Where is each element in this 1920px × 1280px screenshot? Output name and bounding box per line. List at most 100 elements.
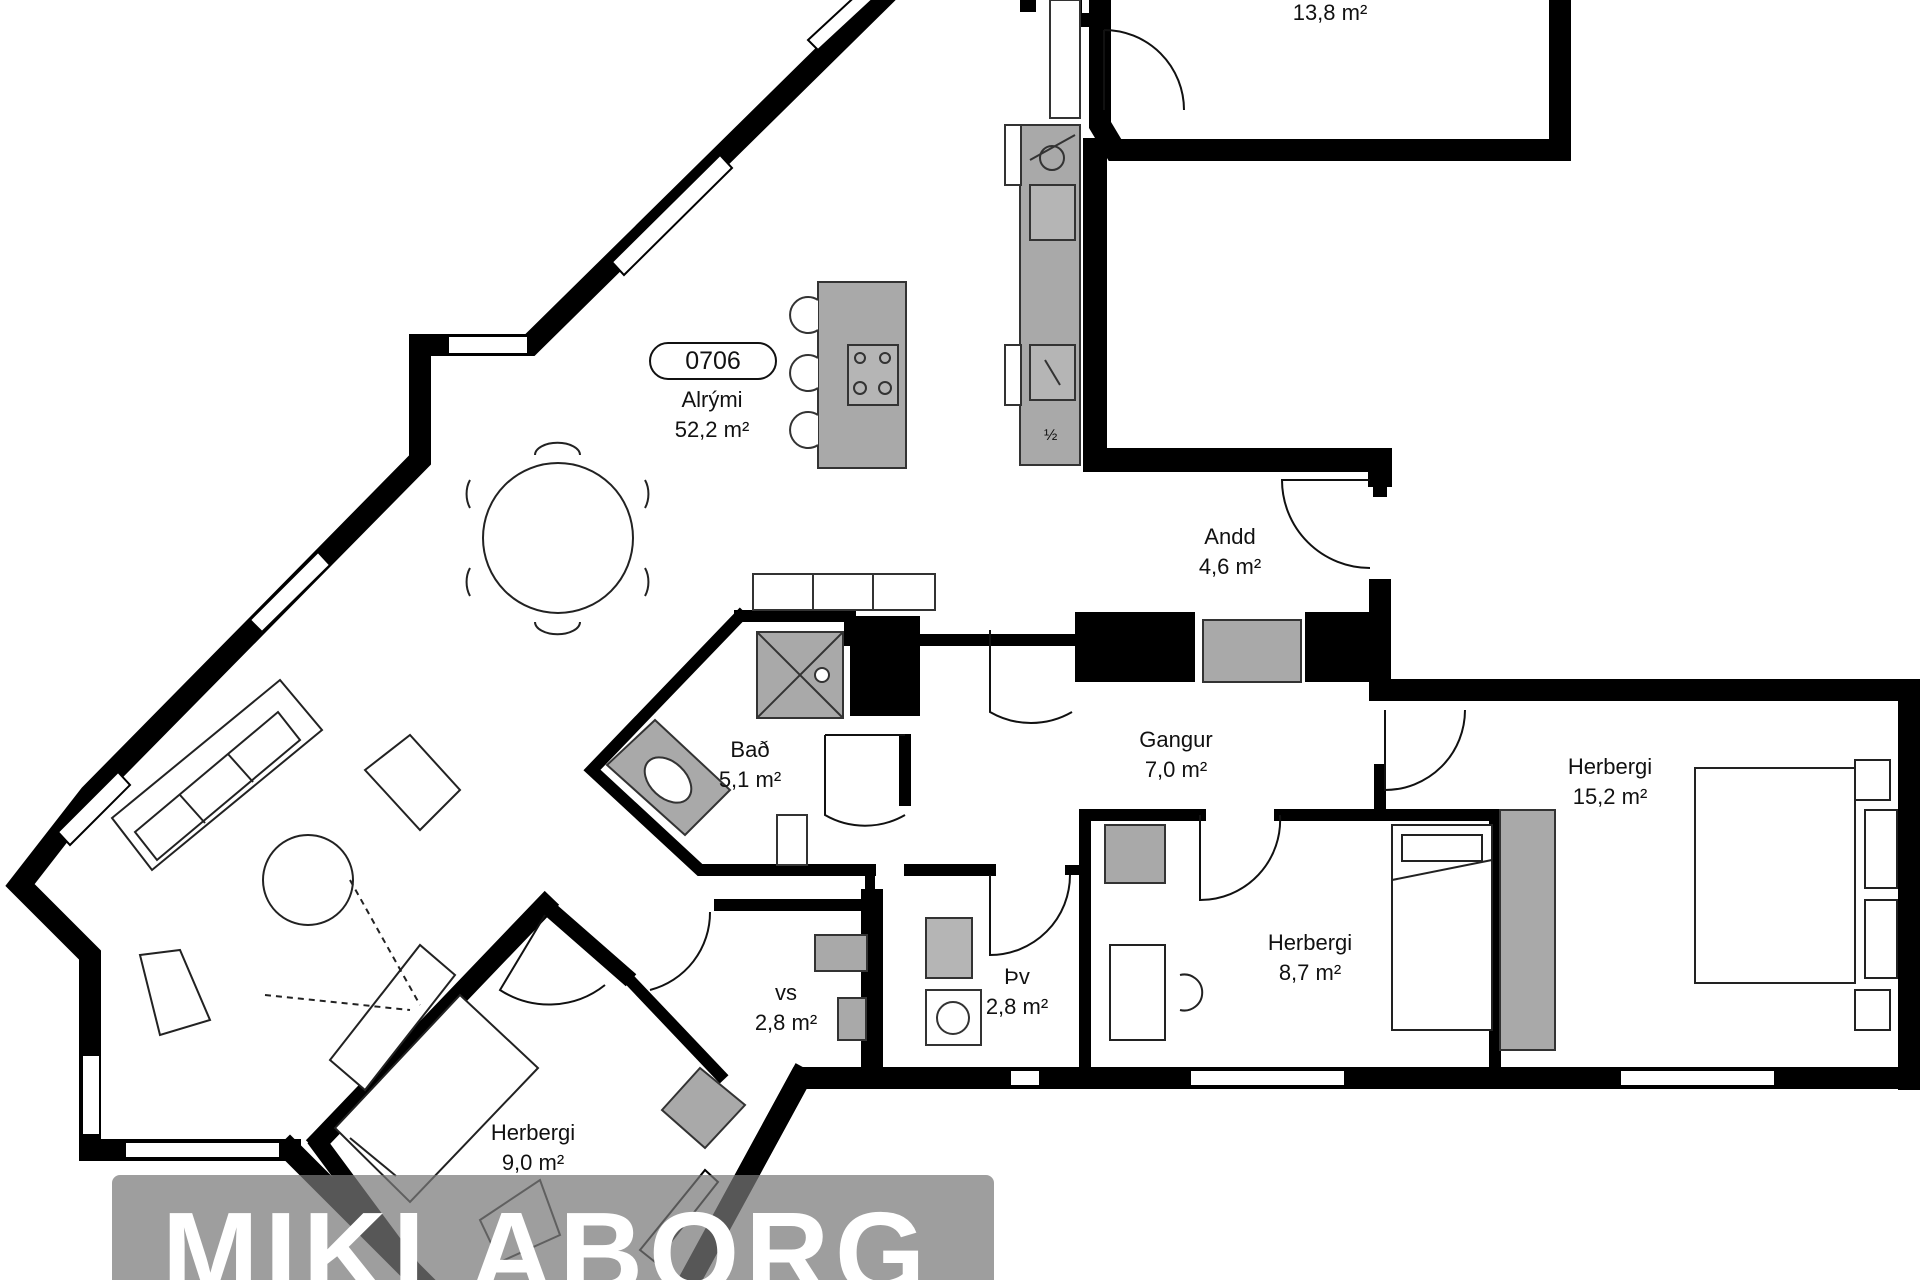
door-vs: [649, 911, 712, 991]
cooktop: [847, 344, 899, 406]
tv-view-line-2: [349, 879, 421, 1006]
doors: [498, 29, 1466, 1006]
walls: [5, 0, 1920, 1280]
window-nw-2: [610, 153, 734, 277]
sofa-back: [133, 710, 302, 862]
dishwasher-icon: ½: [1044, 427, 1057, 444]
window-nw-3: [248, 550, 332, 634]
door-bad: [824, 734, 906, 827]
room-label-herbergi-small: Herbergi 9,0 m²: [491, 1118, 575, 1178]
chair-2: [534, 621, 581, 636]
bedroom-furniture: [333, 759, 1898, 1264]
kitchen-cabinet-left: [1004, 124, 1022, 186]
room-label-andd: Andd 4,6 m²: [1199, 522, 1261, 582]
room-label-thv: Þv 2,8 m²: [986, 962, 1048, 1022]
door-thv: [989, 874, 1071, 957]
chair-6: [644, 567, 650, 597]
nightstand-2: [1854, 989, 1891, 1031]
pillow-1: [1864, 809, 1898, 889]
wardrobe-small: [660, 1066, 747, 1150]
storage: [660, 573, 1556, 1150]
desk-mid: [1109, 944, 1166, 1041]
room-name: Herbergi: [490, 1120, 576, 1145]
window-nw-1: [806, 0, 874, 52]
room-label-gangur: Gangur 7,0 m²: [1139, 725, 1212, 785]
window-south-4: [1619, 1069, 1776, 1087]
room-area: 7,0 m²: [1144, 757, 1208, 782]
desk-chair-mid: [1179, 973, 1204, 1012]
room-label-herbergi-large: Herbergi 15,2 m²: [1568, 752, 1652, 812]
toilet-vs: [814, 934, 868, 972]
room-area: 4,6 m²: [1198, 554, 1262, 579]
nightstand-1: [1854, 759, 1891, 801]
kitchen-cabinet-left2: [1004, 344, 1022, 406]
chair-3: [465, 479, 471, 509]
window-nw-4: [56, 770, 132, 847]
door-entrance: [1280, 479, 1371, 569]
room-label-top: 13,8 m²: [1293, 0, 1368, 28]
window-top: [447, 335, 529, 355]
fridge-door: [1049, 0, 1081, 119]
wall-block-3: [1305, 612, 1390, 682]
coffee-table: [262, 834, 354, 926]
chair-5: [644, 479, 650, 509]
entrance-cabinet: [1202, 619, 1302, 683]
shelf-unit: [752, 573, 936, 611]
room-name: Alrými: [681, 387, 743, 412]
small-room-right: [533, 893, 637, 987]
bath-left-wall: [583, 607, 876, 876]
room-area: 52,2 m²: [674, 417, 750, 442]
kitchen-wall-stub: [1020, 0, 1036, 12]
window-south-1: [124, 1141, 281, 1159]
tv-view-line-1: [264, 994, 411, 1011]
chair-1: [534, 441, 581, 456]
room-label-vs: vs 2,8 m²: [755, 978, 817, 1038]
room-area: 2,8 m²: [754, 1010, 818, 1035]
window-south-3: [1189, 1069, 1346, 1087]
door-small-room: [498, 914, 606, 1006]
room-area: 2,8 m²: [985, 994, 1049, 1019]
room-area: 9,0 m²: [501, 1150, 565, 1175]
room-label-bad: Bað 5,1 m²: [719, 735, 781, 795]
pillow-2: [1864, 899, 1898, 979]
bar-stool-3: [789, 411, 819, 449]
room-name: vs: [774, 980, 797, 1005]
top-room-wall: [1089, 0, 1571, 161]
bar-stool-2: [789, 354, 819, 392]
small-room-wall: [305, 890, 560, 1155]
dining-table: [482, 462, 634, 614]
room-area: 13,8 m²: [1292, 0, 1368, 25]
bathroom-fixtures: [605, 631, 982, 1046]
room-label-alrymi: Alrými 52,2 m²: [675, 385, 750, 445]
armchair-1: [363, 733, 462, 832]
vs-left: [616, 966, 729, 1084]
window-south-2: [1009, 1069, 1041, 1087]
kitchen-back-wall: [1083, 138, 1392, 487]
door-top-room: [1103, 29, 1185, 111]
room-name: Herbergi: [1567, 754, 1653, 779]
room-label-herbergi-mid: Herbergi 8,7 m²: [1268, 928, 1352, 988]
sink-vs: [837, 997, 867, 1041]
room-walls-top2: [1274, 809, 1501, 1084]
wall-block-2: [1075, 612, 1195, 682]
chair-4: [465, 567, 471, 597]
sink-thv: [925, 917, 973, 979]
room-name: Þv: [1004, 964, 1030, 989]
armchair-2: [138, 948, 212, 1037]
toilet-bad: [776, 814, 808, 866]
kitchen: ½: [789, 0, 1081, 469]
single-pillow: [1401, 834, 1483, 862]
door-herbergi-large: [1384, 709, 1466, 792]
kitchen-counter: [1019, 124, 1081, 466]
tap-icon: [1039, 145, 1065, 171]
room-area: 5,1 m²: [718, 767, 782, 792]
room-name: Herbergi: [1267, 930, 1353, 955]
wardrobe-mid: [1104, 824, 1166, 884]
sink: [1029, 184, 1076, 241]
room-area: 15,2 m²: [1572, 784, 1648, 809]
double-bed: [1694, 767, 1856, 984]
wardrobe-large: [1499, 809, 1556, 1051]
room-name: Andd: [1204, 524, 1256, 549]
bar-stool-1: [789, 296, 819, 334]
